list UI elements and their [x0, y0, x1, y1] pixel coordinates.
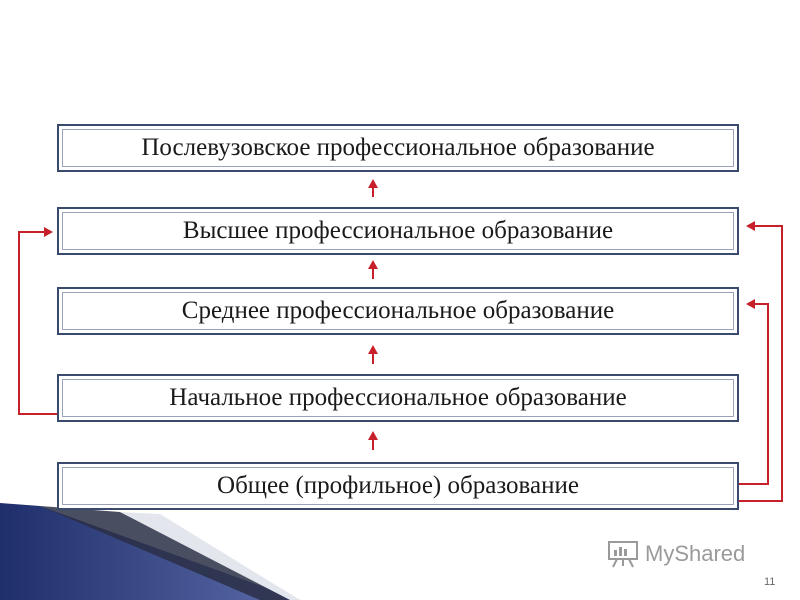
arrow-higher-to-postgraduate [368, 179, 378, 197]
watermark-text: MyShared [645, 541, 746, 566]
level-general: Общее (профильное) образование [57, 462, 739, 510]
arrow-primary-to-secondary [368, 345, 378, 364]
level-primary: Начальное профессиональное образование [57, 374, 739, 422]
bypass-arrow-general-to-higher [739, 221, 783, 502]
level-label: Начальное профессиональное образование [169, 384, 627, 411]
level-postgraduate: Послевузовское профессиональное образова… [57, 124, 739, 172]
slide-number: 11 [764, 576, 776, 588]
level-label: Среднее профессиональное образование [181, 297, 615, 324]
level-label: Общее (профильное) образование [217, 472, 579, 499]
bypass-arrow-primary-to-higher [18, 227, 57, 415]
level-label: Высшее профессиональное образование [182, 217, 614, 244]
watermark: MyShared [607, 540, 745, 568]
presentation-board-icon [608, 541, 638, 568]
arrow-secondary-to-higher [368, 260, 378, 279]
level-label: Послевузовское профессиональное образова… [141, 134, 655, 161]
arrow-general-to-primary [368, 431, 378, 450]
bypass-arrow-general-to-secondary [739, 299, 769, 485]
level-higher: Высшее профессиональное образование [57, 207, 739, 255]
level-secondary: Среднее профессиональное образование [57, 287, 739, 335]
